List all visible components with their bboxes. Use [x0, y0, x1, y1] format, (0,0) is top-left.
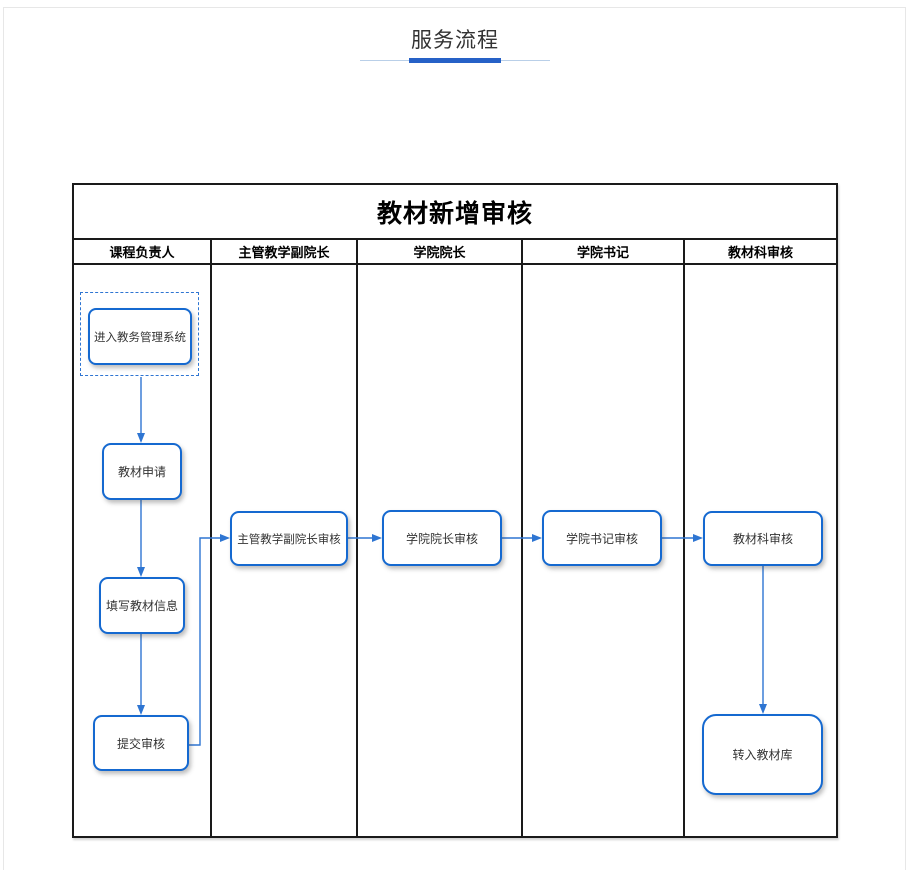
- title-underline-accent: [409, 58, 501, 63]
- node-dean-review: 学院院长审核: [382, 510, 502, 566]
- node-secretary-review: 学院书记审核: [542, 510, 662, 566]
- lane-vice-dean: [212, 265, 358, 836]
- lane-header-dean: 学院院长: [358, 240, 523, 263]
- node-label: 教材科审核: [732, 532, 793, 546]
- lane-header-course-leader: 课程负责人: [74, 240, 212, 263]
- lane-header-vice-dean: 主管教学副院长: [212, 240, 358, 263]
- flowchart-title: 教材新增审核: [74, 185, 836, 240]
- node-label: 填写教材信息: [105, 599, 178, 613]
- swimlane-header-row: 课程负责人 主管教学副院长 学院院长 学院书记 教材科审核: [74, 240, 836, 265]
- node-enter-system: 进入教务管理系统: [88, 308, 192, 365]
- lane-header-secretary: 学院书记: [523, 240, 685, 263]
- node-label: 学院院长审核: [405, 531, 478, 546]
- node-label: 提交审核: [116, 736, 165, 751]
- node-textbook-apply: 教材申请: [102, 443, 182, 500]
- node-into-textbook-library: 转入教材库: [702, 714, 823, 795]
- node-label: 学院书记审核: [565, 531, 638, 546]
- start-node-dashed-frame: [80, 292, 199, 376]
- node-label: 主管教学副院长审核: [237, 533, 341, 546]
- node-textbook-office-review: 教材科审核: [703, 511, 823, 566]
- node-label: 教材申请: [117, 465, 166, 479]
- node-submit-review: 提交审核: [93, 715, 189, 771]
- node-label: 进入教务管理系统: [94, 331, 186, 344]
- node-fill-textbook-info: 填写教材信息: [99, 577, 185, 634]
- lane-secretary: [523, 265, 685, 836]
- lane-dean: [358, 265, 523, 836]
- page-title: 服务流程: [411, 29, 499, 52]
- node-label: 转入教材库: [732, 748, 793, 762]
- lane-header-textbook-office: 教材科审核: [727, 245, 793, 260]
- node-vice-dean-review: 主管教学副院长审核: [230, 511, 348, 566]
